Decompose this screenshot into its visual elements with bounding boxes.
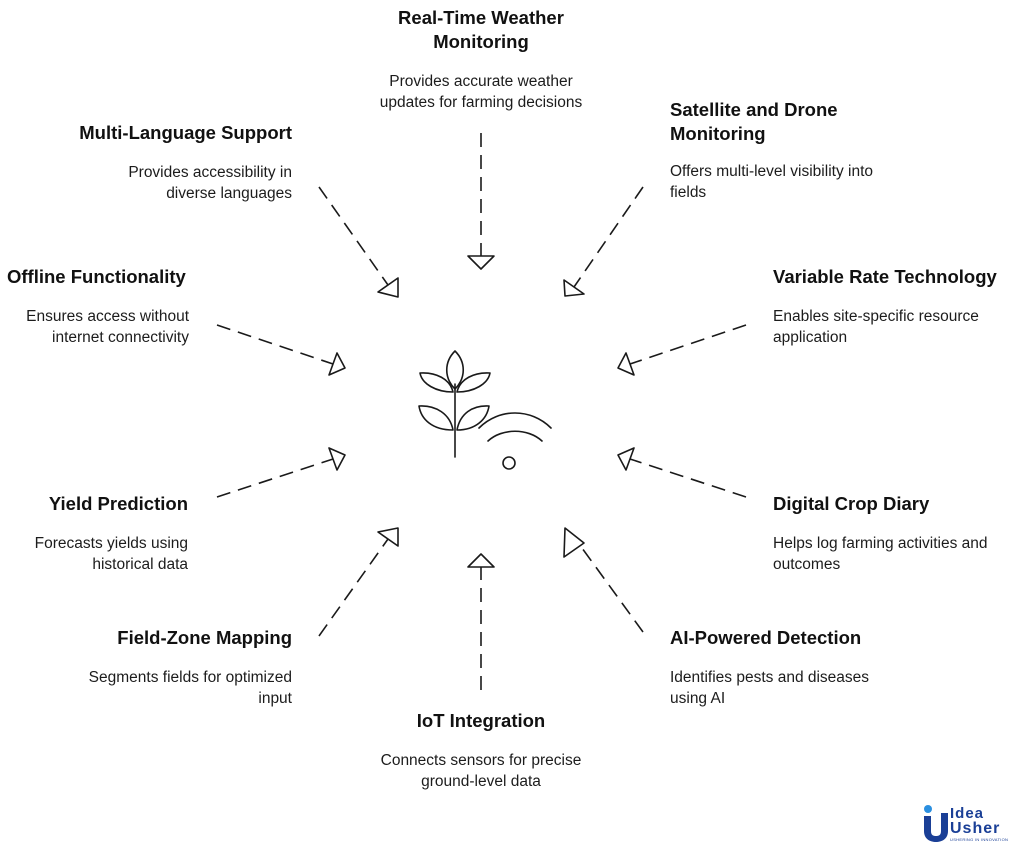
feature-desc: Identifies pests and diseases using AI (670, 669, 870, 707)
arrowhead-ai (563, 527, 585, 558)
arrowhead-iot (467, 553, 495, 568)
arrowhead-vrt (617, 352, 635, 376)
arrowhead-offline (328, 352, 346, 376)
connector-language (318, 186, 389, 286)
feature-desc: Forecasts yields using historical data (34, 535, 188, 573)
arrowhead-language (377, 277, 399, 298)
logo-line2: Usher (950, 820, 1001, 837)
feature-desc: Connects sensors for precise ground-leve… (380, 752, 582, 790)
feature-yield: Yield Prediction Forecasts yields using … (8, 492, 188, 575)
feature-language: Multi-Language Support Provides accessib… (52, 121, 292, 204)
feature-title: Satellite and Drone Monitoring (670, 99, 838, 144)
arrowhead-satellite (563, 279, 585, 297)
arrowhead-fieldzone (377, 527, 399, 547)
feature-diary: Digital Crop Diary Helps log farming act… (773, 492, 1003, 575)
connector-fieldzone (318, 538, 389, 637)
feature-title: Real-Time Weather Monitoring (398, 7, 564, 52)
connector-ai (573, 536, 644, 633)
feature-title: IoT Integration (416, 710, 546, 731)
feature-fieldzone: Field-Zone Mapping Segments fields for o… (52, 626, 292, 709)
feature-title: Offline Functionality (7, 266, 186, 287)
feature-title: Yield Prediction (48, 493, 188, 514)
connector-vrt (629, 324, 747, 365)
arrowhead-diary (617, 447, 635, 471)
feature-desc: Offers multi-level visibility into field… (670, 163, 873, 201)
feature-iot: IoT Integration Connects sensors for pre… (361, 709, 601, 792)
connector-diary (629, 458, 747, 498)
plant-wifi-icon (418, 350, 552, 470)
logo-line1: Idea (950, 805, 985, 822)
connector-yield (216, 458, 334, 498)
arrowhead-weather (467, 255, 495, 270)
connector-satellite (573, 186, 644, 288)
feature-desc: Enables site-specific resource applicati… (773, 308, 979, 346)
logo-tagline: USHERING IN INNOVATION (950, 837, 1009, 842)
feature-title: Digital Crop Diary (773, 493, 930, 514)
feature-desc: Provides accurate weather updates for fa… (379, 73, 583, 111)
feature-title: Variable Rate Technology (773, 266, 997, 287)
feature-desc: Provides accessibility in diverse langua… (128, 164, 292, 202)
feature-weather: Real-Time Weather Monitoring Provides ac… (353, 6, 609, 113)
feature-offline: Offline Functionality Ensures access wit… (7, 265, 207, 348)
feature-vrt: Variable Rate Technology Enables site-sp… (773, 265, 1023, 348)
feature-ai: AI-Powered Detection Identifies pests an… (670, 626, 910, 709)
feature-desc: Segments fields for optimized input (88, 669, 292, 707)
feature-desc: Ensures access without internet connecti… (26, 308, 189, 346)
feature-title: AI-Powered Detection (670, 627, 862, 648)
logo-mark-icon (924, 805, 948, 842)
arrowhead-yield (328, 447, 346, 471)
connector-offline (216, 324, 334, 365)
feature-title: Multi-Language Support (79, 122, 292, 143)
feature-satellite: Satellite and Drone Monitoring Offers mu… (670, 98, 910, 203)
idea-usher-logo: Idea Usher USHERING IN INNOVATION (920, 803, 1020, 843)
feature-desc: Helps log farming activities and outcome… (773, 535, 988, 573)
feature-title: Field-Zone Mapping (117, 627, 292, 648)
